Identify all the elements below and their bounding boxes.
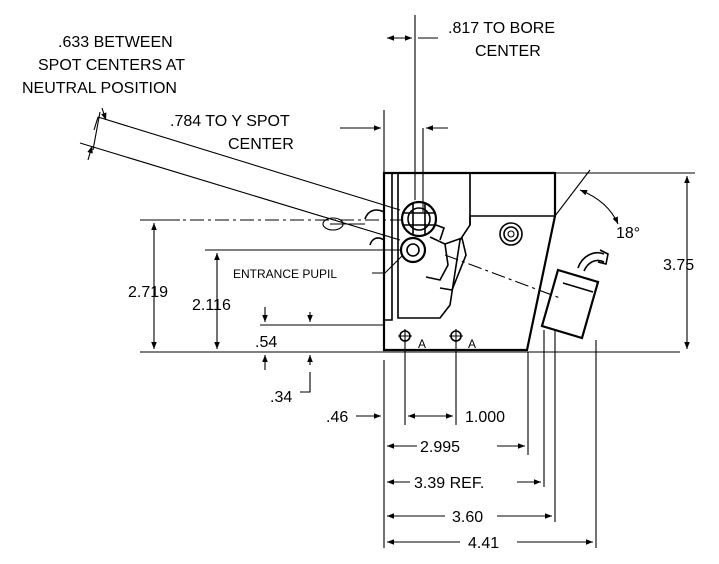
bore-bolt-icon	[499, 222, 523, 246]
label-bore-center-1: .817 TO BORE	[448, 20, 555, 37]
datum-targets	[398, 329, 463, 343]
dim-2116: 2.116	[192, 297, 231, 314]
dimension-lines	[79, 35, 690, 545]
dim-2719: 2.719	[128, 284, 168, 301]
extension-lines	[140, 15, 695, 548]
label-spot-between-2: SPOT CENTERS AT	[38, 57, 185, 74]
datum-label-a-1: A	[418, 337, 426, 351]
label-y-spot-1: .784 TO Y SPOT	[170, 113, 290, 130]
dim-441: 4.41	[468, 535, 499, 552]
dim-054: .54	[255, 334, 277, 351]
label-spot-between-3: NEUTRAL POSITION	[22, 80, 177, 97]
label-entrance-pupil: ENTRANCE PUPIL	[233, 267, 337, 281]
dim-height-total: 3.75	[663, 257, 694, 274]
dim-1000: 1.000	[465, 409, 505, 426]
housing-outline	[382, 171, 557, 352]
dim-034: .34	[270, 389, 292, 406]
label-angle: 18°	[616, 225, 640, 242]
dim-339-ref: 3.39 REF.	[414, 475, 484, 492]
datum-label-a-2: A	[468, 337, 476, 351]
tilted-sensor	[540, 249, 609, 340]
dim-046: .46	[326, 409, 348, 426]
dim-360: 3.60	[452, 509, 483, 526]
dimension-values: 3.75 2.719 2.116 .54 .34 .46 1.000 2.995…	[128, 257, 694, 552]
labels: .633 BETWEEN SPOT CENTERS AT NEUTRAL POS…	[22, 20, 640, 351]
center-lines	[140, 217, 561, 299]
label-spot-between-1: .633 BETWEEN	[58, 34, 173, 51]
dim-2995: 2.995	[420, 439, 460, 456]
spot-mechanism	[364, 200, 467, 291]
label-bore-center-2: CENTER	[475, 43, 541, 60]
label-y-spot-2: CENTER	[228, 136, 294, 153]
